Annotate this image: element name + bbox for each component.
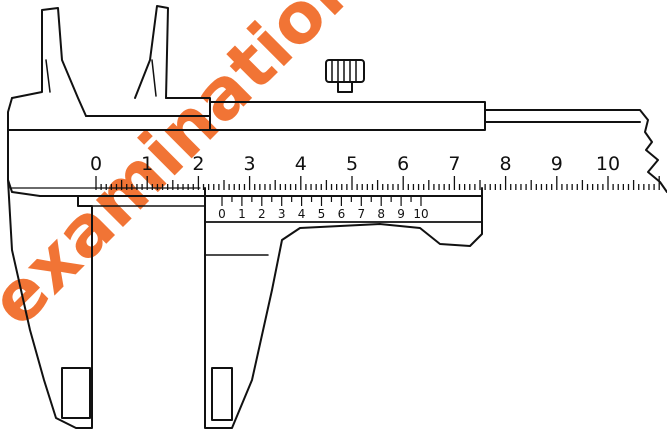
- vernier-scale-label: 4: [298, 207, 306, 221]
- vernier-scale-label: 0: [218, 207, 226, 221]
- main-beam: [7, 97, 41, 197]
- main-scale-label: 2: [192, 153, 204, 175]
- vernier-scale-label: 5: [318, 207, 326, 221]
- caliper-body: [7, 5, 667, 429]
- vernier-scale-label: 9: [397, 207, 405, 221]
- main-scale-label: 8: [500, 153, 512, 175]
- thumb-screw-icon: [325, 59, 365, 83]
- main-scale-label: 0: [90, 153, 102, 175]
- main-scale-label: 4: [295, 153, 307, 175]
- main-scale-label: 1: [141, 153, 153, 175]
- sliding-upper-jaw: [134, 5, 169, 99]
- vernier-scale-label: 2: [258, 207, 266, 221]
- main-scale-label: 9: [551, 153, 563, 175]
- main-scale-labels: 0 1 2 3 4 5 6 7 8 9 10: [90, 153, 620, 175]
- vernier-scale-label: 6: [338, 207, 346, 221]
- main-scale-ticks: [95, 176, 660, 190]
- main-scale-label: 6: [397, 153, 409, 175]
- vernier-slider: [204, 187, 483, 429]
- vernier-scale-label: 10: [413, 207, 428, 221]
- vernier-scale-label: 7: [357, 207, 365, 221]
- main-scale-label: 3: [244, 153, 256, 175]
- fixed-upper-jaw: [11, 7, 87, 117]
- main-scale-label: 7: [448, 153, 460, 175]
- vernier-scale-label: 8: [377, 207, 385, 221]
- watermark-text: examination: [0, 0, 378, 342]
- main-scale-label: 10: [596, 153, 620, 175]
- vernier-scale-label: 1: [238, 207, 246, 221]
- vernier-scale-label: 3: [278, 207, 286, 221]
- main-scale-label: 5: [346, 153, 358, 175]
- vernier-scale-ticks: [221, 196, 422, 206]
